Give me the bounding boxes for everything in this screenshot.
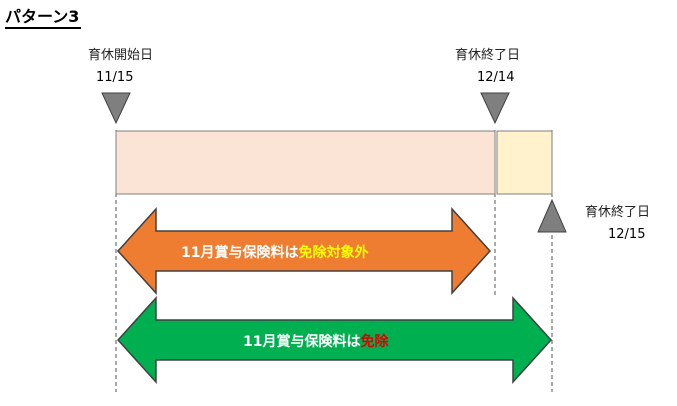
start-date-value: 11/15: [96, 70, 134, 85]
extended-end-date-label: 育休終了日: [585, 205, 651, 220]
leave-period-bar: [115, 130, 496, 195]
orange-double-arrow: [116, 207, 492, 295]
orange-arrow-text-highlight: 免除対象外: [298, 245, 369, 261]
pattern-title: パターン3: [5, 7, 82, 29]
extended-end-marker-triangle: [537, 198, 567, 233]
green-arrow-text: 11月賞与保険料は免除: [243, 331, 388, 351]
end-date-label: 育休終了日: [455, 48, 521, 63]
green-arrow-text-prefix: 11月賞与保険料は: [243, 334, 361, 350]
end-marker-triangle: [480, 92, 510, 125]
green-double-arrow: [116, 296, 553, 384]
green-arrow-text-highlight: 免除: [360, 334, 389, 350]
orange-arrow-text-prefix: 11月賞与保険料は: [181, 245, 299, 261]
orange-arrow-text: 11月賞与保険料は免除対象外: [181, 242, 368, 262]
extended-end-date-value: 12/15: [608, 227, 646, 242]
extension-period-bar: [496, 130, 553, 195]
end-date-value: 12/14: [477, 70, 515, 85]
start-date-label: 育休開始日: [88, 48, 154, 63]
start-marker-triangle: [101, 92, 131, 125]
